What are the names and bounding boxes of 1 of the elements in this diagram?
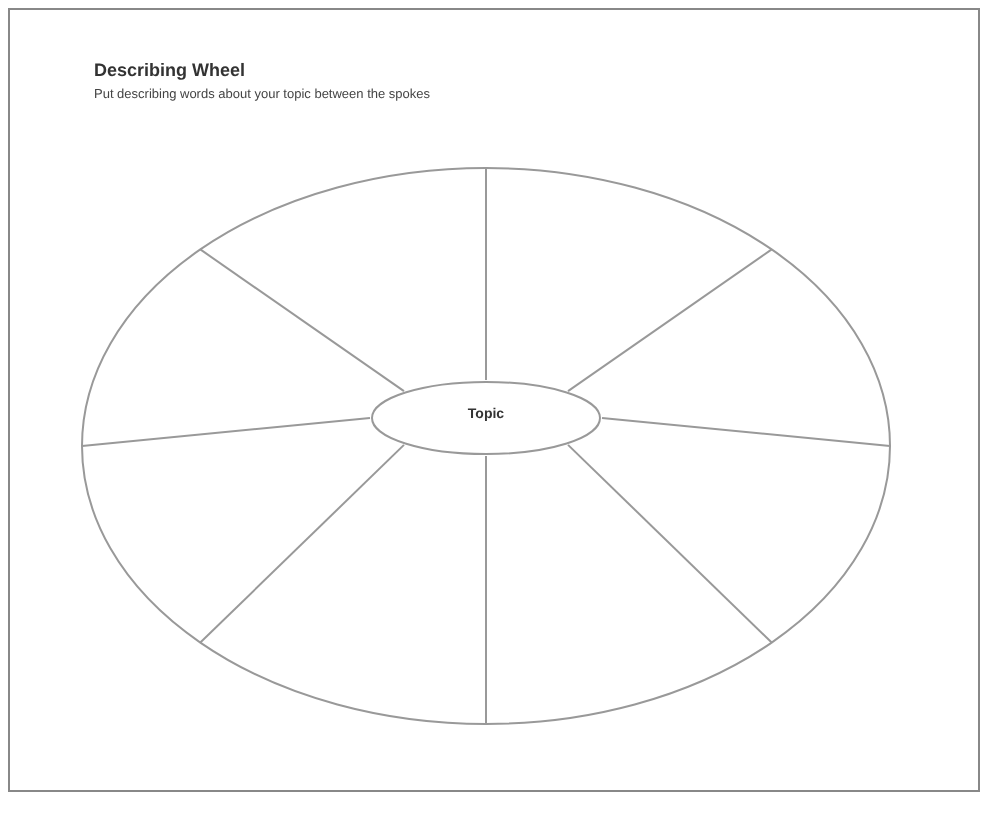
title: Describing Wheel: [94, 60, 246, 80]
